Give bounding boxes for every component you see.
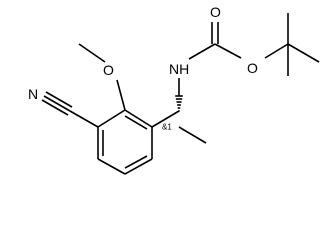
ring-inner-bond-c1-c2 xyxy=(124,115,148,130)
bond-carbonyl-c-to-n xyxy=(188,43,216,60)
ester-oxygen-label: O xyxy=(247,60,258,76)
nitrile-group xyxy=(41,91,99,128)
bond-stereocenter-to-methyl xyxy=(178,126,207,144)
ring-bond-c1-c2 xyxy=(124,109,153,128)
bond-ring-to-stereocenter xyxy=(151,110,180,128)
bond-ester-o-to-carbonyl-c xyxy=(214,43,242,59)
nitrile-nitrogen-label: N xyxy=(28,86,38,102)
stereo-hashed-wedge xyxy=(175,95,183,112)
bond-tbu-to-ester-o xyxy=(264,43,289,59)
nitrile-triple-a xyxy=(43,95,71,112)
ring-bond-c4-c5 xyxy=(97,158,126,175)
carbamate-group xyxy=(188,22,242,60)
bond-tbu-right xyxy=(287,43,320,63)
bond-ring-to-nitrile-c xyxy=(69,110,99,128)
methoxy-group xyxy=(78,43,126,111)
tert-butyl-group xyxy=(264,13,320,76)
nitrile-triple-c xyxy=(41,99,69,116)
chemical-structure: O O NH O N &1 xyxy=(28,4,320,175)
stereo-label: &1 xyxy=(162,123,172,132)
benzene-ring xyxy=(97,109,153,175)
ring-bond-c2-c3 xyxy=(97,109,126,128)
carbonyl-oxygen-label: O xyxy=(210,4,221,20)
nh-label: NH xyxy=(169,61,189,77)
bond-methoxy-o-to-methyl xyxy=(78,43,106,63)
ring-bond-c5-c6 xyxy=(124,158,153,175)
methoxy-oxygen-label: O xyxy=(103,62,114,78)
nitrile-triple-b xyxy=(45,91,73,108)
ring-inner-bond-c5-c6 xyxy=(124,155,148,169)
bond-ring-to-methoxy-o xyxy=(116,79,126,111)
